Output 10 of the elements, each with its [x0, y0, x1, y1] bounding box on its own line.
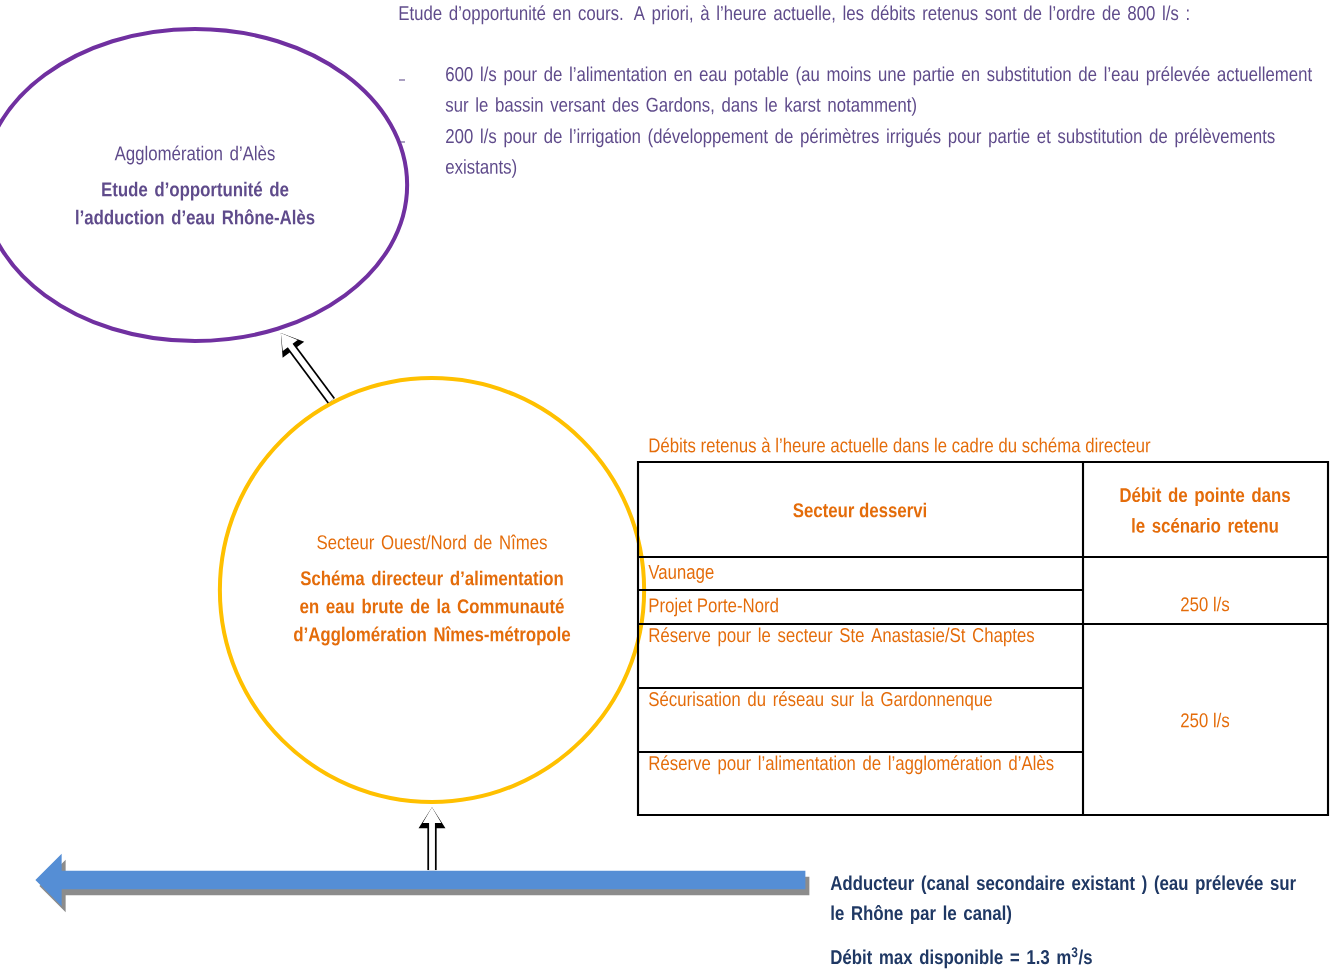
column-header: Secteur desservi: [793, 502, 926, 518]
pipe-arrow: [35, 853, 810, 913]
column-header: Débit de pointe dans le scénario retenu: [1120, 487, 1290, 533]
pipe-caption: Adducteur (canal secondaire existant ) (eau prélevée sur le Rhône par le canal): [830, 875, 1296, 925]
pipe-caption: Débit max disponible = 1.3 m$^{3}$/s: [831, 947, 1092, 969]
flow-value: 250 l/s: [1181, 712, 1230, 728]
note-text: 200 l/s pour de l’irrigation (développement de périmètres irrigués pour partie et substitution de prélèvements existants): [446, 128, 1275, 178]
note-text: Etude d’opportunité en cours. A priori, à l’heure actuelle, les débits retenus sont de l’ordre de 800 l/s :: [399, 5, 1189, 25]
flow-value: 250 l/s: [1181, 596, 1230, 612]
note-text: 600 l/s pour de l’alimentation en eau potable (au moins une partie en substitution de l’eau prélevée actuellement sur le bassin versant des Gardons, dans le karst notamment): [445, 66, 1312, 116]
